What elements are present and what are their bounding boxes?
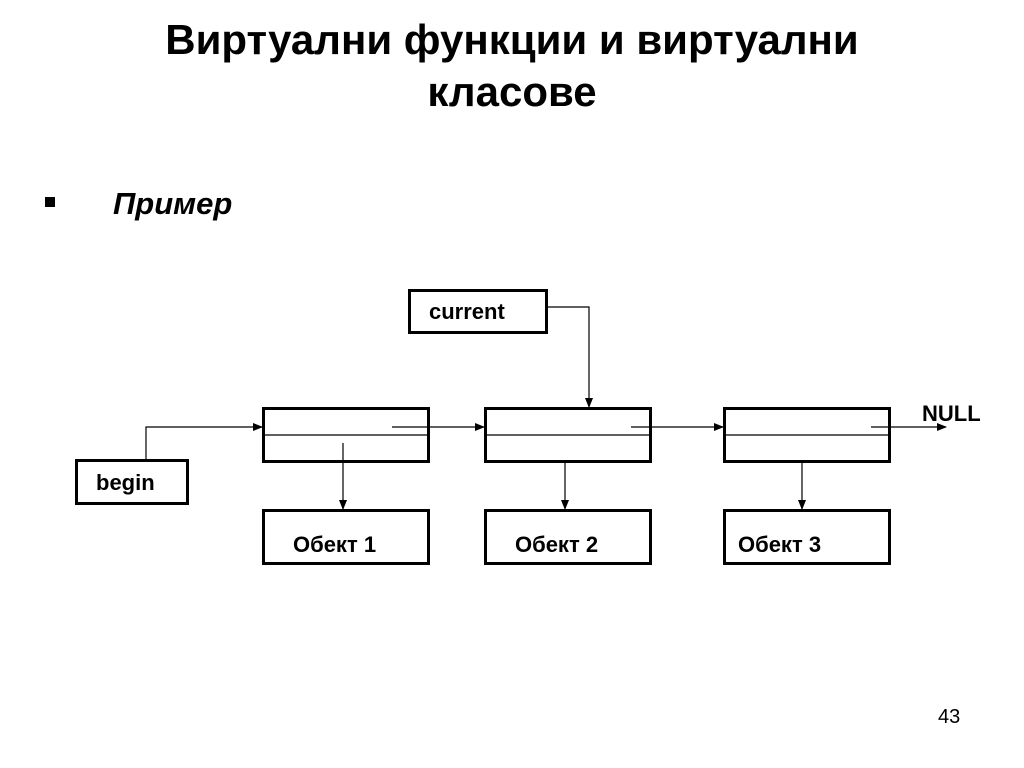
list-node-3 [723, 407, 891, 463]
current-pointer-label: current [429, 299, 505, 324]
begin-arrow [145, 423, 263, 460]
object-box-3: Обект 3 [723, 509, 891, 565]
slide-title-line-1: Виртуални функции и виртуални [165, 16, 859, 63]
object-box-1: Обект 1 [262, 509, 430, 565]
slide-title: Виртуални функции и виртуални класове [0, 14, 1024, 118]
list-node-2 [484, 407, 652, 463]
bullet-text: Пример [113, 186, 233, 221]
object-label-1: Обект 1 [293, 532, 377, 557]
object-label-3: Обект 3 [738, 532, 822, 557]
object-box-2: Обект 2 [484, 509, 652, 565]
current-pointer-box: current [408, 289, 548, 334]
object-label-2: Обект 2 [515, 532, 599, 557]
null-label: NULL [922, 401, 981, 426]
page-number: 43 [938, 706, 961, 728]
begin-pointer-box: begin [75, 459, 189, 505]
begin-pointer-label: begin [96, 470, 155, 495]
slide-title-line-2: класове [427, 68, 597, 115]
bullet-marker [45, 197, 55, 207]
list-node-1 [262, 407, 430, 463]
current-arrow [548, 306, 593, 408]
